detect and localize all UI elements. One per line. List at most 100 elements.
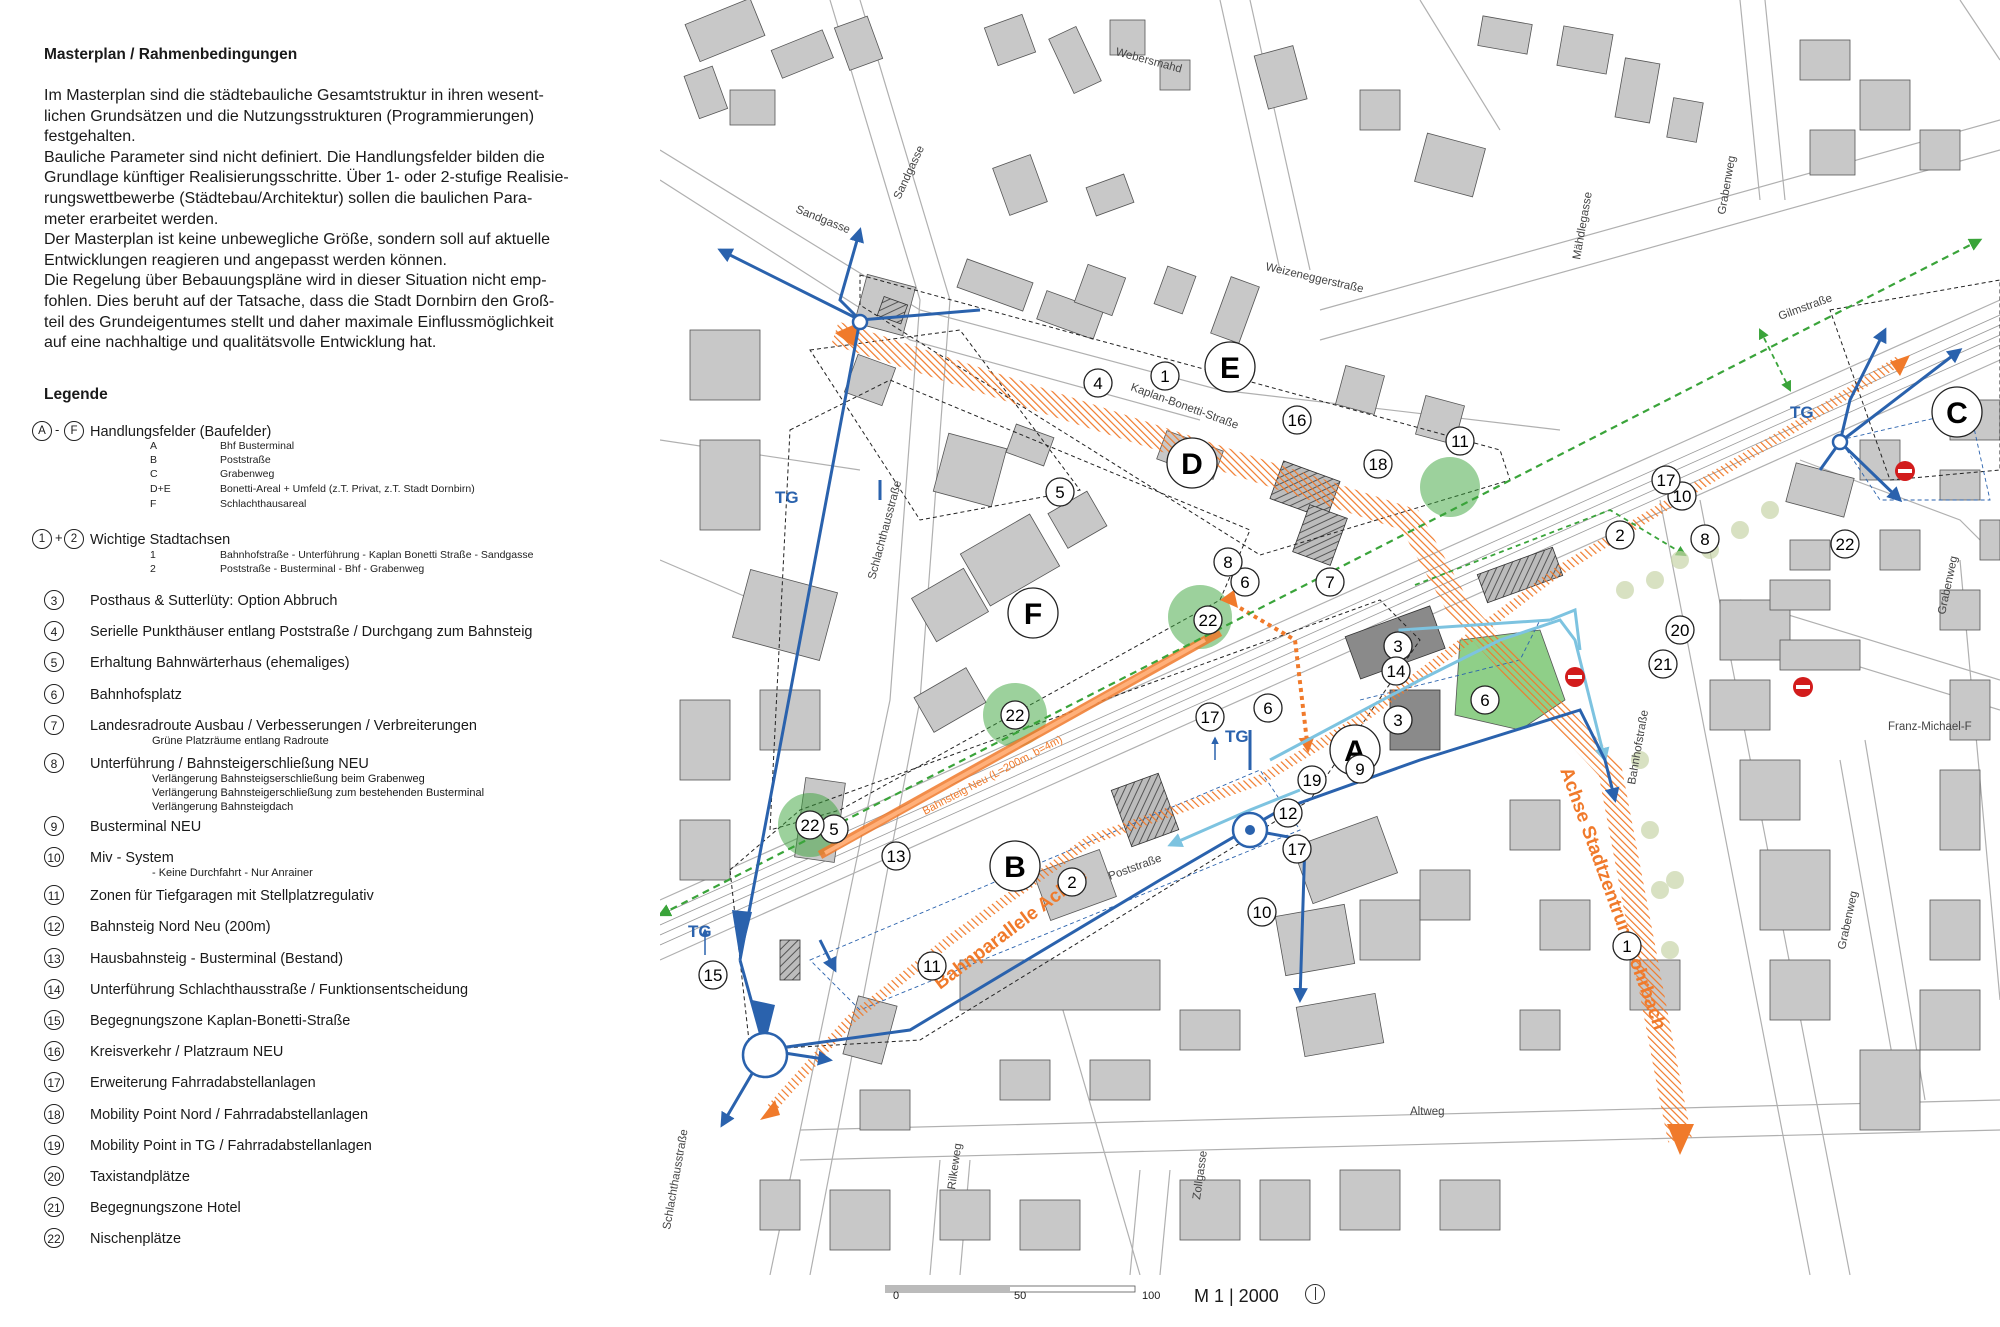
field-letter: C <box>1946 397 1968 430</box>
map-number-marker: 5 <box>1045 477 1075 507</box>
map-number-marker: 1 <box>1150 361 1180 391</box>
legend-marker: 14 <box>44 978 64 999</box>
street-label: Altweg <box>1410 1106 1445 1118</box>
map-number-circle <box>1253 693 1283 723</box>
map-number-text: 7 <box>1325 573 1334 592</box>
legend-marker: 17 <box>44 1072 64 1093</box>
map-number-marker: 1 <box>1612 931 1642 961</box>
legend-label: Bahnsteig Nord Neu (200m) <box>90 919 271 936</box>
intro-line: festgehalten. <box>44 128 136 146</box>
map-number-text: 6 <box>1263 699 1272 718</box>
map-number-circle <box>795 810 825 840</box>
map-number-circle <box>1230 567 1260 597</box>
map-number-text: 1 <box>1160 367 1169 386</box>
intro-line: meter erarbeitet werden. <box>44 210 219 228</box>
bike-route-connector <box>1759 328 1791 392</box>
legend-separator: - <box>55 422 60 437</box>
map-number-text: 9 <box>1355 760 1364 779</box>
legend-sub-value: Grabenweg <box>220 468 275 480</box>
legend-marker: 6 <box>44 683 64 704</box>
map-number-circle <box>1345 754 1375 784</box>
map-number-marker: 10 <box>1247 897 1277 927</box>
map-number-text: 22 <box>1006 706 1025 725</box>
map-number-text: 18 <box>1369 455 1388 474</box>
field-letter: B <box>1004 851 1026 884</box>
map-number-marker: 6 <box>1253 693 1283 723</box>
map-number-circle <box>881 841 911 871</box>
legend-marker: 5 <box>44 652 64 673</box>
map-number-marker: 22 <box>1830 529 1860 559</box>
legend-marker: 15 <box>44 1010 64 1030</box>
legend-marker: F <box>64 421 84 441</box>
legend-separator: + <box>55 530 63 545</box>
legend-note: Verlängerung Bahnsteigserschließung beim… <box>152 772 425 785</box>
arrow-14-head <box>732 910 752 960</box>
map-number-circle <box>1651 465 1681 495</box>
map-number-marker: 19 <box>1297 765 1327 795</box>
intro-line: rungswettbewerbe (Städtebau/Architektur)… <box>44 189 533 207</box>
map-number-marker: 17 <box>1282 834 1312 864</box>
tg-label: TG <box>1790 403 1814 422</box>
map-number-circle <box>1000 700 1030 730</box>
map-number-circle <box>1045 477 1075 507</box>
map-number-marker: 20 <box>1665 615 1695 645</box>
map-number-text: 20 <box>1671 621 1690 640</box>
field-marker-b: B <box>989 840 1041 892</box>
intro-line: Entwicklungen reagieren und angepasst we… <box>44 251 447 269</box>
legend-label: Miv - System <box>90 850 174 867</box>
legend-marker-range: A - F <box>32 421 92 441</box>
tg-arrows <box>701 736 1219 955</box>
scale-tick: 50 <box>1014 1290 1027 1302</box>
map-number-circle <box>917 951 947 981</box>
map-number-marker: 22 <box>1000 700 1030 730</box>
legend-label: Handlungsfelder (Baufelder) <box>90 424 272 440</box>
map-number-marker: 18 <box>1363 449 1393 479</box>
legend-label: Zonen für Tiefgaragen mit Stellplatzregu… <box>90 888 374 905</box>
map-number-text: 17 <box>1657 471 1676 490</box>
map-number-circle <box>698 960 728 990</box>
map-number-circle <box>1830 529 1860 559</box>
field-marker-e: E <box>1204 341 1256 393</box>
map-number-text: 10 <box>1253 903 1272 922</box>
legend-label: Unterführung / Bahnsteigerschließung NEU <box>90 755 369 772</box>
map-number-circle <box>1247 897 1277 927</box>
map-number-text: 17 <box>1201 708 1220 727</box>
map-number-text: 21 <box>1654 655 1673 674</box>
legend-label: Hausbahnsteig - Busterminal (Bestand) <box>90 950 344 967</box>
map-number-marker: 4 <box>1083 368 1113 398</box>
legend-sub-key: 2 <box>150 563 156 575</box>
map-number-marker: 14 <box>1381 656 1411 686</box>
tg-label: TG <box>775 488 799 507</box>
street-label: Franz-Michael-F <box>1888 721 1972 733</box>
legend-sub-value: Schlachthausareal <box>220 498 307 510</box>
legend-label: Bahnhofsplatz <box>90 686 182 703</box>
map-number-circle <box>1282 834 1312 864</box>
map-number-circle <box>1605 520 1635 550</box>
text-panel: Masterplan / Rahmenbedingungen Im Master… <box>0 0 660 1327</box>
field-marker-f: F <box>1007 587 1059 639</box>
legend-label: Mobility Point Nord / Fahrradabstellanla… <box>90 1106 369 1123</box>
page-title: Masterplan / Rahmenbedingungen <box>44 46 298 63</box>
map-number-text: 11 <box>1451 432 1469 451</box>
legend-marker: 2 <box>64 529 84 549</box>
field-marker-d: D <box>1166 437 1218 489</box>
map-number-text: 8 <box>1700 530 1709 549</box>
legend-label: Busterminal NEU <box>90 819 202 835</box>
map-number-marker: 13 <box>881 841 911 871</box>
map-number-circle <box>1282 405 1312 435</box>
legend-label: Wichtige Stadtachsen <box>90 532 231 548</box>
map-number-marker: 17 <box>1651 465 1681 495</box>
map-number-text: 22 <box>1836 535 1855 554</box>
axis-2-arrow-end <box>760 1100 780 1120</box>
intro-line: Der Masterplan ist keine unbewegliche Gr… <box>44 231 551 249</box>
map-number-marker: 21 <box>1648 649 1678 679</box>
roundabout-centers <box>1245 825 1255 835</box>
legend-marker: 21 <box>44 1197 64 1218</box>
legend-label: Unterführung Schlachthausstraße / Funkti… <box>90 981 469 998</box>
map-number-circle <box>1150 361 1180 391</box>
intro-line: teil des Grundeigentumes stellt und dahe… <box>44 313 554 331</box>
map-number-marker: 22 <box>1193 605 1223 635</box>
intro-line: lichen Grundsätzen und die Nutzungsstruk… <box>44 107 535 125</box>
legend-marker: 16 <box>44 1041 64 1062</box>
map-number-marker: 6 <box>1230 567 1260 597</box>
